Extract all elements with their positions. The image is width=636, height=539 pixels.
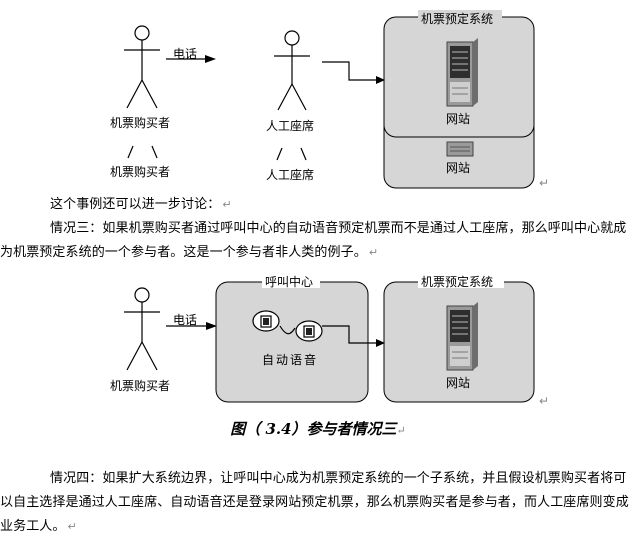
- callcenter-title: 呼叫中心: [265, 275, 314, 289]
- actor-agent-label: 人工座席: [266, 119, 315, 133]
- server-label-2: 网站: [446, 376, 471, 390]
- actor-buyer-figure: [124, 25, 160, 109]
- phone-icon: [252, 310, 323, 342]
- ghost-buyer-label: 机票购买者: [110, 165, 171, 179]
- diagram-2: [124, 274, 535, 403]
- actor-buyer-label: 机票购买者: [110, 116, 171, 130]
- system-title-2: 机票预定系统: [421, 275, 494, 289]
- paragraph-2: 情况三：如果机票购买者通过呼叫中心的自动语音预定机票而不是通过人工座席，那么呼叫…: [0, 221, 627, 260]
- callcenter-to-system-arrow: [322, 325, 378, 344]
- actor-agent-figure: [274, 30, 310, 111]
- phone-label: 电话: [173, 47, 198, 61]
- paragraph-mark: ↵: [539, 176, 550, 190]
- paragraph-3: 情况四：如果扩大系统边界，让呼叫中心成为机票预定系统的一个子系统，并且假设机票购…: [0, 471, 629, 534]
- server-icon-2: [446, 302, 478, 371]
- ghost-agent-label: 人工座席: [266, 168, 315, 182]
- figure-caption: 图（ 3.4）参与者情况三↵: [230, 420, 406, 438]
- server-label: 网站: [446, 112, 471, 126]
- ghost-server-label: 网站: [446, 161, 471, 175]
- phone-label-2: 电话: [173, 313, 198, 327]
- agent-to-system-arrow: [322, 61, 378, 81]
- actor-buyer-label-2: 机票购买者: [110, 379, 171, 393]
- diagram-1: [124, 10, 535, 189]
- callcenter-boundary: [215, 281, 369, 403]
- system-title: 机票预定系统: [421, 12, 494, 26]
- actor-buyer-figure-2: [124, 287, 160, 371]
- server-icon: [446, 38, 478, 107]
- paragraph-1: 这个事例还可以进一步讨论：↵: [50, 197, 232, 212]
- paragraph-mark-2: ↵: [539, 394, 550, 408]
- voice-label: 自动语音: [262, 353, 319, 367]
